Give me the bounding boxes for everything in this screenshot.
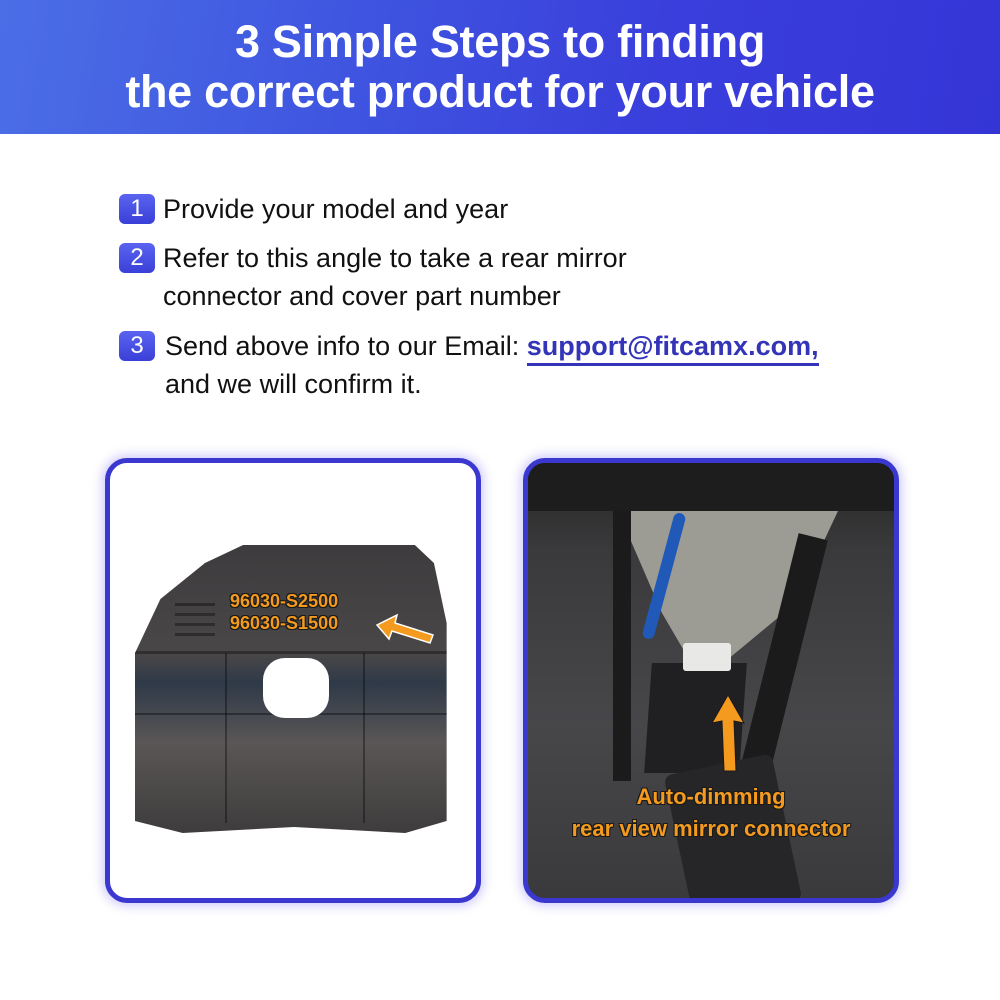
mirror-cover-photo — [135, 545, 447, 833]
connector-plug — [683, 643, 731, 671]
cover-opening — [263, 658, 329, 718]
header-title-line2: the correct product for your vehicle — [125, 66, 875, 117]
part-number: 96030-S1500 — [230, 613, 339, 633]
step-text: Provide your model and year — [163, 194, 509, 224]
email-link[interactable]: support@fitcamx.com, — [526, 331, 819, 366]
step-text: Send above info to our Email: support@fi… — [165, 327, 819, 403]
part-number-label: 96030-S2500 96030-S1500 — [230, 590, 338, 634]
step-text-line2: and we will confirm it. — [165, 369, 422, 399]
step-2: 2 Refer to this angle to take a rear mir… — [119, 239, 627, 315]
connector-label-line2: rear view mirror connector — [571, 816, 851, 841]
step-number-badge: 3 — [119, 331, 155, 361]
arrow-up-icon — [711, 693, 745, 772]
header-banner: 3 Simple Steps to finding the correct pr… — [0, 0, 1000, 134]
step-text-line2: connector and cover part number — [163, 281, 561, 311]
mirror-connector-panel: Auto-dimming rear view mirror connector — [523, 458, 899, 903]
step-3: 3 Send above info to our Email: support@… — [119, 327, 819, 403]
mirror-cover-panel: 96030-S2500 96030-S1500 — [105, 458, 481, 903]
arrow-left-icon — [375, 613, 434, 644]
connector-label-line1: Auto-dimming — [636, 784, 786, 809]
step-text-prefix: Send above info to our Email: — [165, 331, 527, 361]
step-number-badge: 2 — [119, 243, 155, 273]
connector-label: Auto-dimming rear view mirror connector — [528, 781, 894, 845]
header-title-line1: 3 Simple Steps to finding — [234, 16, 766, 67]
step-1: 1 Provide your model and year — [119, 190, 508, 228]
step-number-badge: 1 — [119, 194, 155, 224]
step-text: Refer to this angle to take a rear mirro… — [163, 239, 627, 315]
part-number: 96030-S2500 — [230, 591, 339, 611]
step-text-line1: Refer to this angle to take a rear mirro… — [163, 243, 627, 273]
